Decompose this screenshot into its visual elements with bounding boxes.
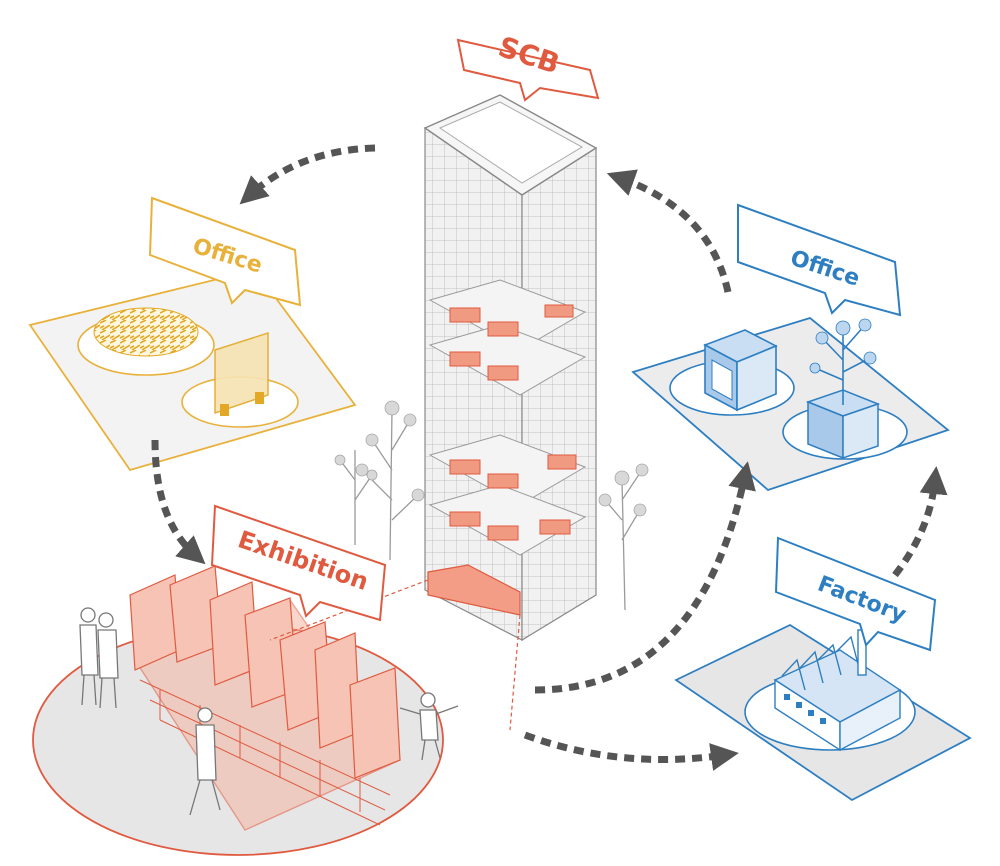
potted-tree-icon: [805, 318, 881, 460]
office-left-label: Office: [148, 196, 302, 307]
shredded-paper-icon: [93, 307, 199, 357]
office-right-label: Office: [737, 203, 902, 317]
arrow-office-left-to-exhibition: [151, 439, 206, 565]
visitor-figures: [79, 607, 459, 816]
arrow-office-right-to-scb: [606, 169, 732, 293]
arrow-scb-to-office-left: [239, 144, 376, 205]
cube-cabinet-icon: [703, 329, 778, 412]
scb-tower: [423, 94, 598, 642]
desk-partition-icon: [214, 331, 269, 416]
exhibition-platform: [32, 565, 459, 856]
factory-platform: [674, 623, 972, 802]
arrow-exhibition-to-factory: [523, 731, 739, 771]
tree-illustrations: [334, 400, 649, 611]
arrow-center-to-office-right: [534, 461, 756, 694]
factory-building-icon: [773, 629, 902, 752]
flow-arrows: [151, 144, 948, 771]
scb-label: SCB: [456, 30, 600, 102]
office-left-platform: [28, 268, 357, 472]
office-right-platform: [631, 316, 950, 492]
arrow-factory-to-office-right: [892, 466, 948, 578]
tower-cutaway-floors: [427, 279, 587, 616]
modular-wall-installation-icon: [129, 565, 402, 831]
